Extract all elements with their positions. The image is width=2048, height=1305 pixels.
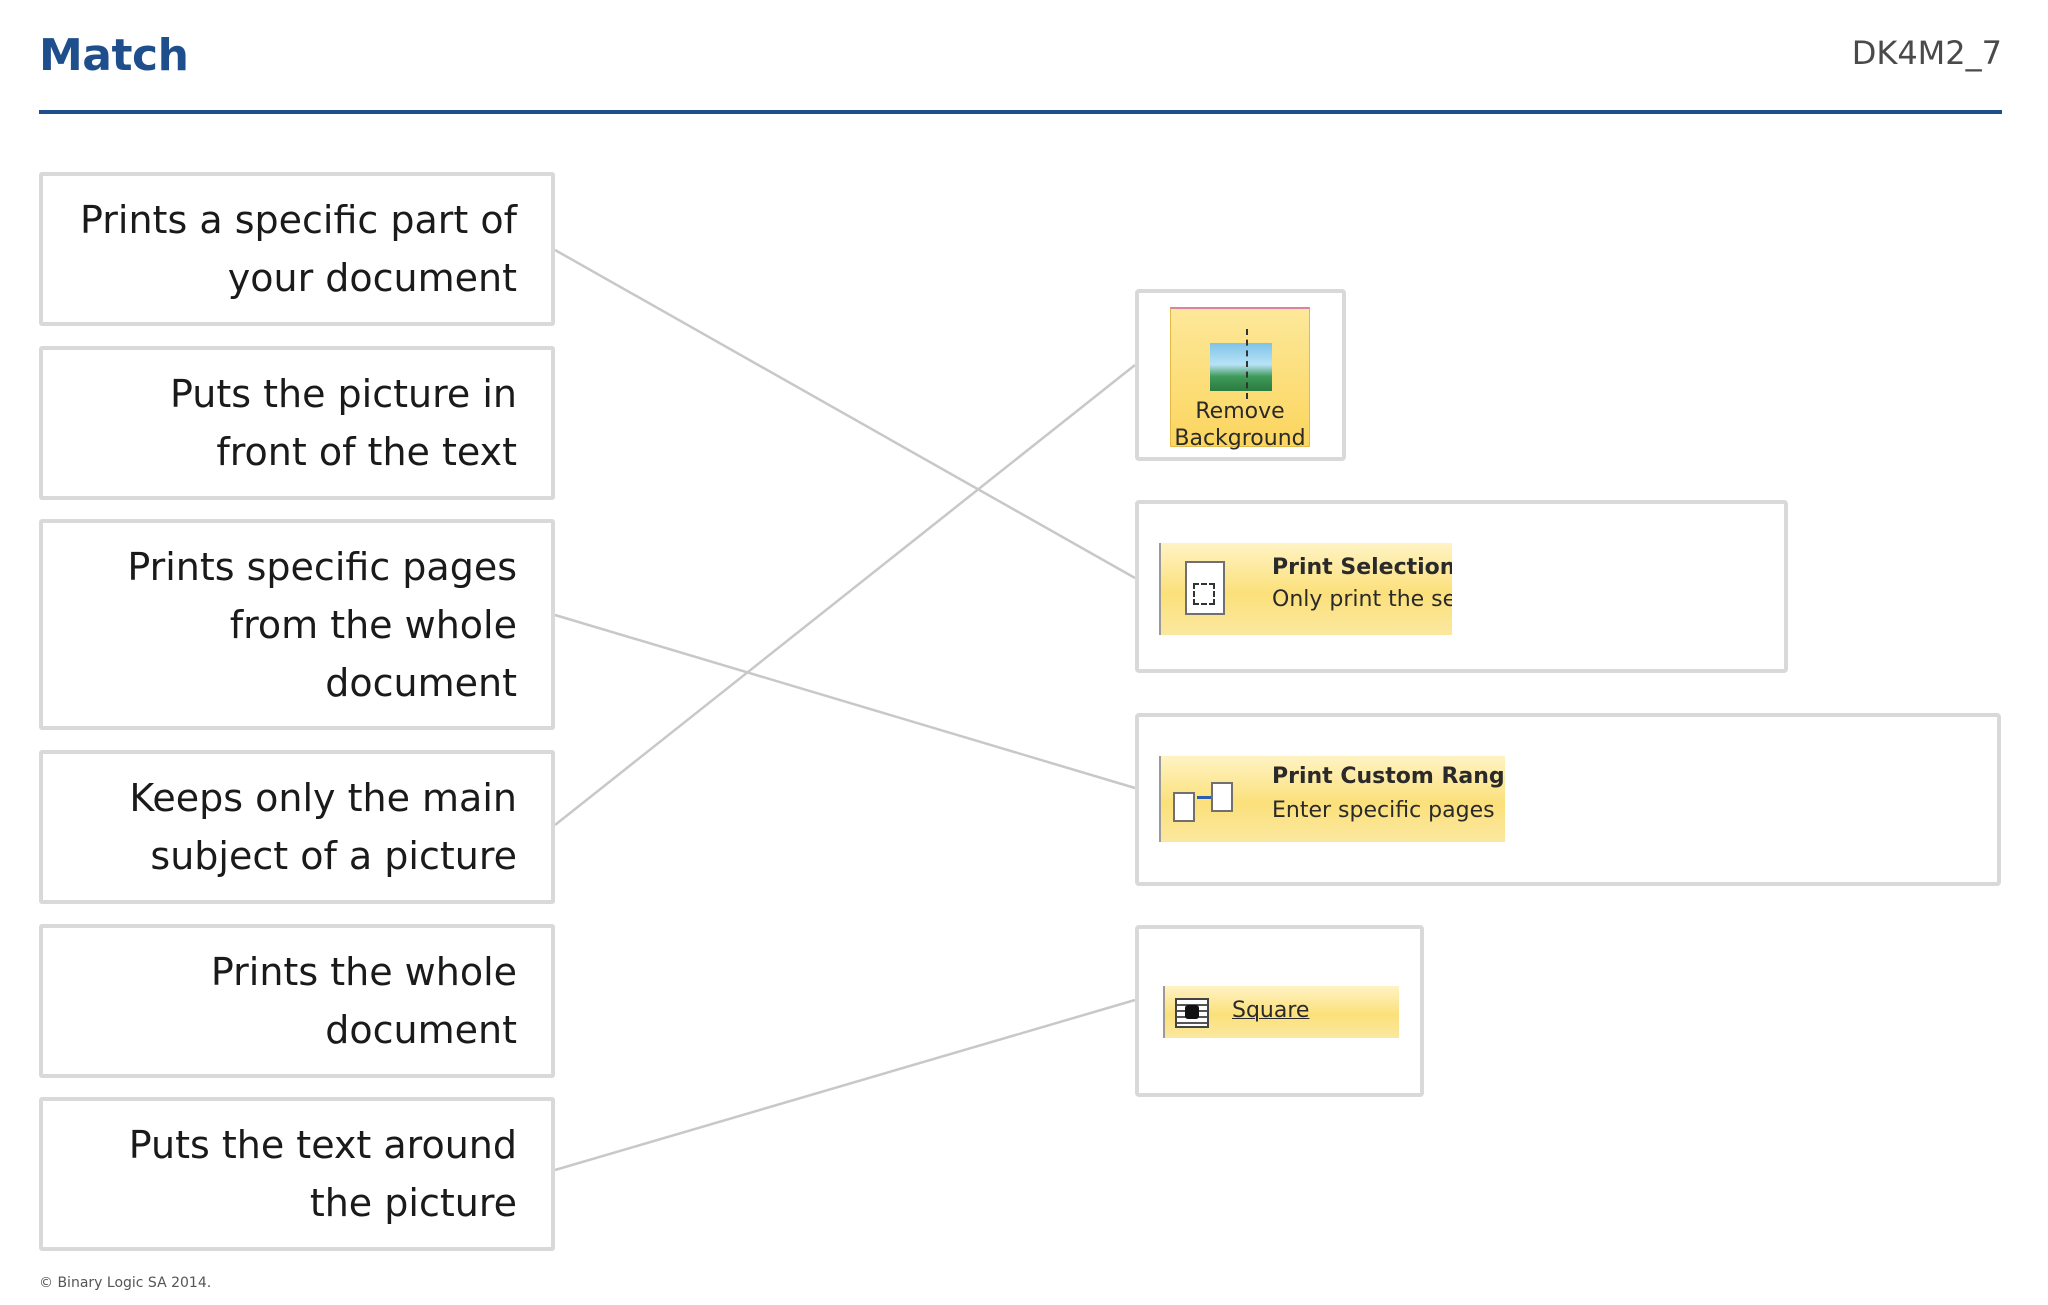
- description-line: Puts the text around: [128, 1123, 517, 1167]
- remove-background-icon: [1210, 343, 1272, 391]
- description-line: Prints a specific part of: [80, 198, 517, 242]
- description-box-5[interactable]: Prints the whole document: [39, 924, 555, 1078]
- picture-shape: [1185, 1005, 1199, 1019]
- option-box-print-selection[interactable]: Print Selection Only print the se: [1135, 500, 1788, 673]
- square-wrap-icon: [1175, 998, 1209, 1028]
- activity-code: DK4M2_7: [1851, 34, 2002, 72]
- print-custom-range-subtitle: Enter specific pages: [1272, 798, 1495, 823]
- description-line: Puts the picture in: [170, 372, 517, 416]
- description-line: Prints specific pages: [127, 544, 517, 589]
- description-line: your document: [227, 256, 517, 300]
- description-line: from the whole: [229, 602, 517, 647]
- option-box-remove-background[interactable]: Remove Background: [1135, 289, 1346, 461]
- description-line: document: [325, 1008, 517, 1052]
- print-selection-subtitle: Only print the se: [1272, 587, 1452, 612]
- page-title: Match: [39, 30, 189, 81]
- remove-background-button: Remove Background: [1170, 307, 1310, 451]
- description-box-2[interactable]: Puts the picture in front of the text: [39, 346, 555, 500]
- print-custom-range-menu-item: Print Custom Range Enter specific pages: [1159, 756, 1505, 842]
- print-selection-icon: [1185, 561, 1225, 615]
- print-custom-range-title: Print Custom Range: [1272, 764, 1505, 789]
- description-box-1[interactable]: Prints a specific part of your document: [39, 172, 555, 326]
- copyright-footer: © Binary Logic SA 2014.: [39, 1275, 212, 1291]
- connector-line-remove-background: [554, 364, 1136, 826]
- option-box-square[interactable]: Square: [1135, 925, 1424, 1097]
- selection-marker: [1246, 329, 1248, 399]
- description-line: front of the text: [216, 430, 517, 474]
- square-label: Square: [1232, 998, 1310, 1023]
- page-shape: [1173, 792, 1195, 822]
- description-line: subject of a picture: [150, 834, 517, 878]
- description-line: Keeps only the main: [129, 776, 517, 820]
- connector-line-square: [554, 998, 1136, 1172]
- connector-line-custom-range: [554, 613, 1136, 790]
- page-shape: [1211, 782, 1233, 812]
- description-line: document: [325, 660, 517, 705]
- option-box-print-custom-range[interactable]: Print Custom Range Enter specific pages: [1135, 713, 2001, 886]
- print-custom-range-icon: [1173, 778, 1233, 828]
- remove-background-label-1: Remove: [1195, 399, 1285, 424]
- selection-frame: [1193, 583, 1215, 605]
- connector-line-selection: [554, 248, 1136, 580]
- print-selection-title: Print Selection: [1272, 555, 1452, 580]
- description-box-3[interactable]: Prints specific pages from the whole docum…: [39, 519, 555, 730]
- description-box-6[interactable]: Puts the text around the picture: [39, 1097, 555, 1251]
- description-line: the picture: [309, 1181, 517, 1225]
- description-box-4[interactable]: Keeps only the main subject of a picture: [39, 750, 555, 904]
- range-arrow: [1197, 796, 1211, 799]
- square-menu-item: Square: [1163, 986, 1399, 1038]
- header-rule: [39, 110, 2002, 114]
- description-line: Prints the whole: [210, 950, 517, 994]
- print-selection-menu-item: Print Selection Only print the se: [1159, 543, 1452, 635]
- remove-background-label-2: Background: [1174, 426, 1306, 451]
